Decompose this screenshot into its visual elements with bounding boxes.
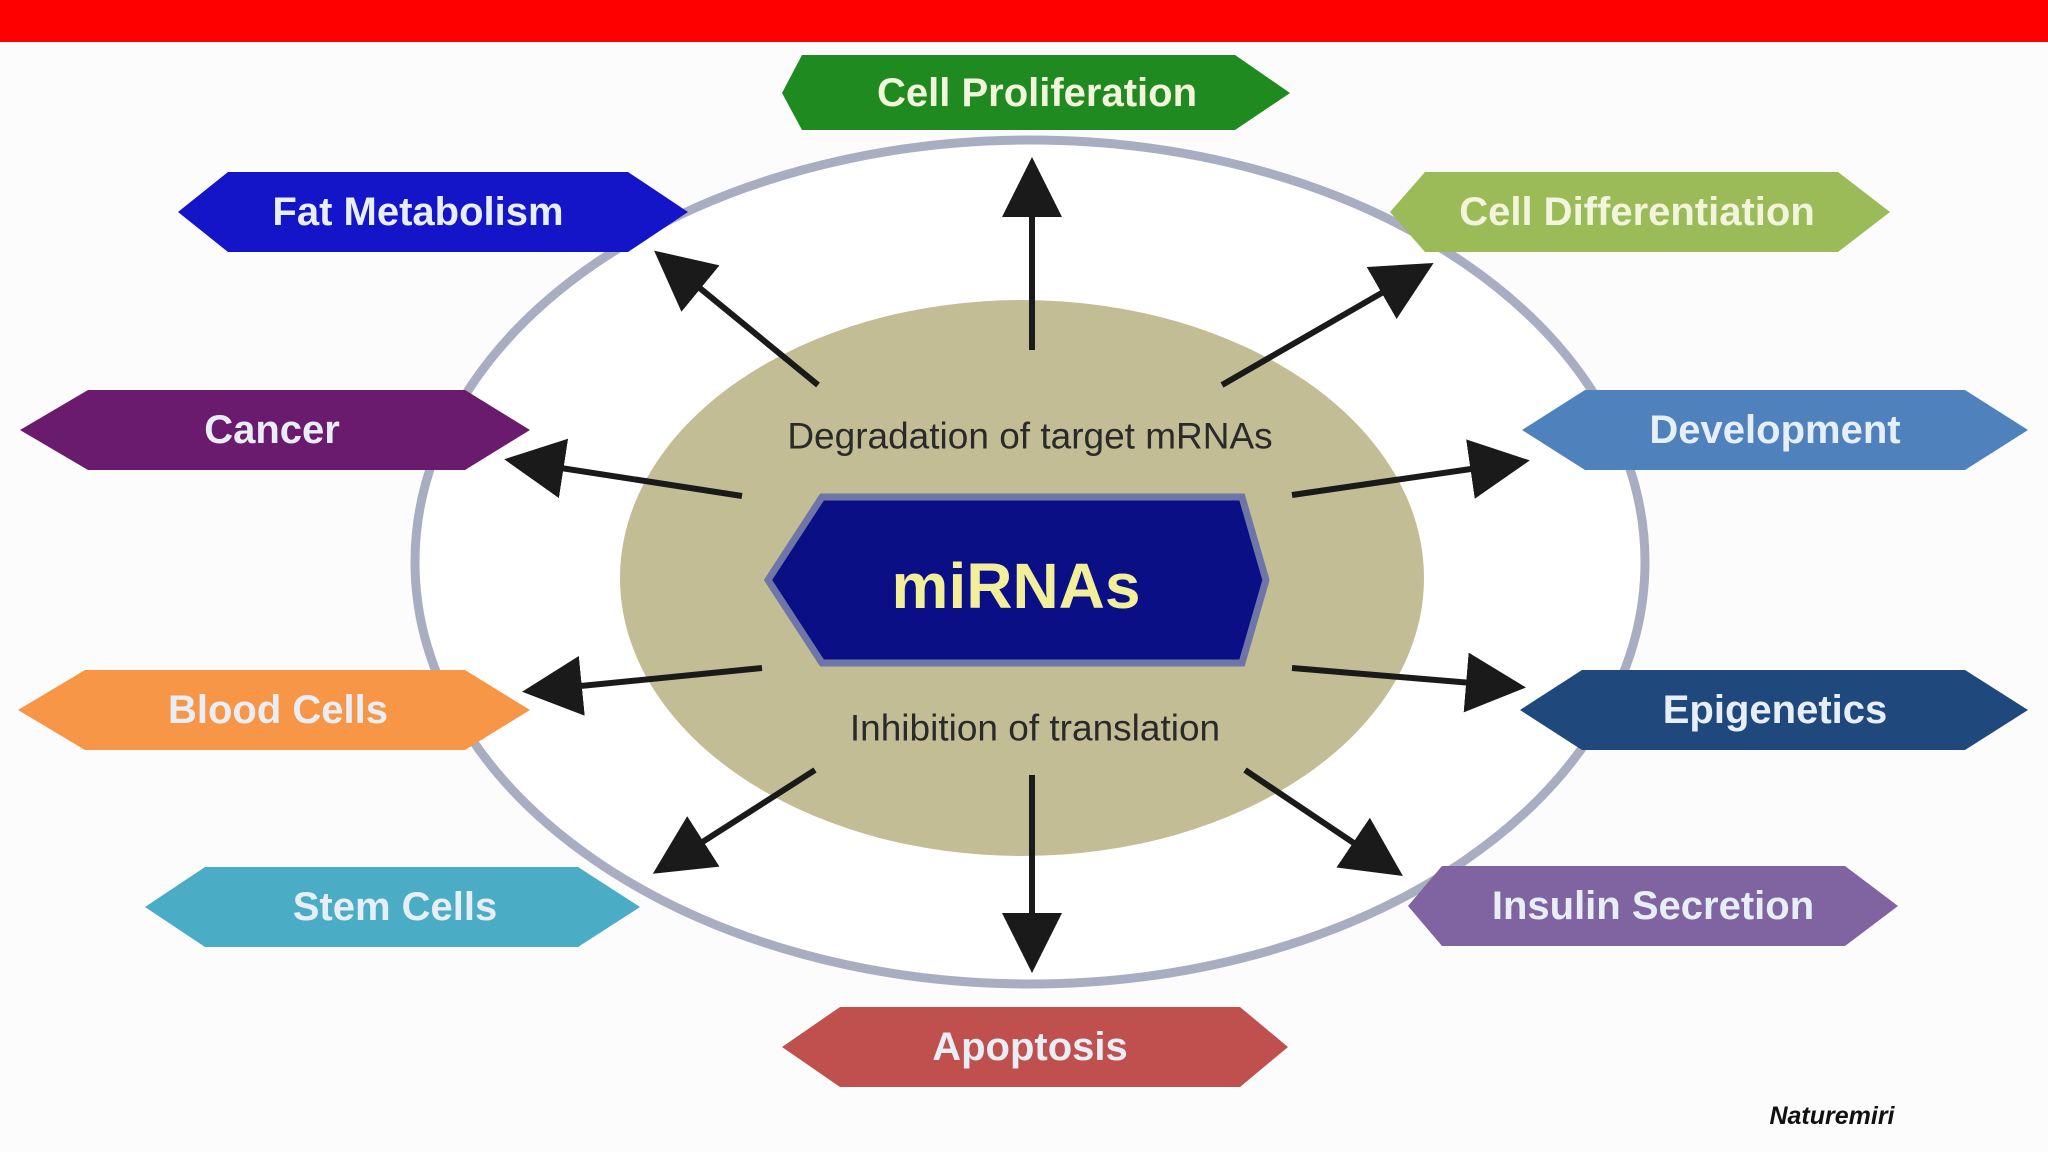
outcome-development: Development bbox=[1522, 390, 2028, 470]
arrow-epigenetics bbox=[1291, 652, 1526, 713]
arrow-cell-differentiation bbox=[1220, 263, 1434, 388]
arrow-stem-cells bbox=[652, 767, 817, 874]
outcome-nodes: Cell Proliferation Cell Differentiation … bbox=[18, 55, 2028, 1087]
outcome-blood-cells-label: Blood Cells bbox=[168, 688, 388, 732]
credit-label: Naturemiri bbox=[1769, 1102, 1895, 1130]
outcome-epigenetics-shape bbox=[1520, 670, 2028, 750]
arrow-fat-metabolism bbox=[654, 250, 820, 388]
top-red-bar bbox=[0, 0, 2048, 42]
outcome-cancer-label: Cancer bbox=[204, 408, 340, 452]
outcome-fat-metabolism-label: Fat Metabolism bbox=[272, 190, 563, 234]
outcome-cell-proliferation: Cell Proliferation bbox=[782, 55, 1290, 130]
outcome-insulin-secretion: Insulin Secretion bbox=[1408, 866, 1898, 946]
arrow-development bbox=[1291, 439, 1530, 499]
arrows-group bbox=[504, 157, 1530, 973]
outcome-blood-cells-shape bbox=[18, 670, 530, 750]
outcome-cell-proliferation-label: Cell Proliferation bbox=[877, 71, 1197, 115]
outcome-fat-metabolism: Fat Metabolism bbox=[178, 172, 688, 252]
outcome-stem-cells-label: Stem Cells bbox=[293, 885, 498, 929]
outcome-cancer: Cancer bbox=[20, 390, 530, 470]
outcome-development-label: Development bbox=[1649, 408, 1900, 452]
mechanism-degradation-label: Degradation of target mRNAs bbox=[787, 416, 1272, 457]
outcome-cancer-shape bbox=[20, 390, 530, 470]
outcome-fat-metabolism-shape bbox=[178, 172, 688, 252]
outcome-cell-differentiation-label: Cell Differentiation bbox=[1459, 190, 1815, 234]
outcome-apoptosis-shape bbox=[782, 1007, 1288, 1087]
center-hexagon bbox=[763, 493, 1270, 667]
outcome-cell-proliferation-shape bbox=[782, 55, 1290, 130]
outcome-stem-cells-shape bbox=[145, 867, 640, 947]
outcome-cell-differentiation: Cell Differentiation bbox=[1390, 172, 1890, 252]
outcome-apoptosis: Apoptosis bbox=[782, 1007, 1288, 1087]
outcome-blood-cells: Blood Cells bbox=[18, 670, 530, 750]
outcome-insulin-secretion-label: Insulin Secretion bbox=[1492, 884, 1814, 928]
arrow-blood-cells bbox=[522, 656, 763, 716]
arrow-insulin-secretion bbox=[1243, 767, 1403, 877]
outcome-epigenetics: Epigenetics bbox=[1520, 670, 2028, 750]
outcome-apoptosis-label: Apoptosis bbox=[932, 1025, 1128, 1069]
mechanism-inhibition-label: Inhibition of translation bbox=[850, 708, 1220, 749]
arrow-cancer bbox=[504, 438, 743, 499]
outcome-stem-cells: Stem Cells bbox=[145, 867, 640, 947]
outcome-epigenetics-label: Epigenetics bbox=[1663, 688, 1888, 732]
center-mirnas-label: miRNAs bbox=[892, 550, 1141, 622]
outcome-development-shape bbox=[1522, 390, 2028, 470]
outcome-cell-differentiation-shape bbox=[1390, 172, 1890, 252]
outcome-insulin-secretion-shape bbox=[1408, 866, 1898, 946]
